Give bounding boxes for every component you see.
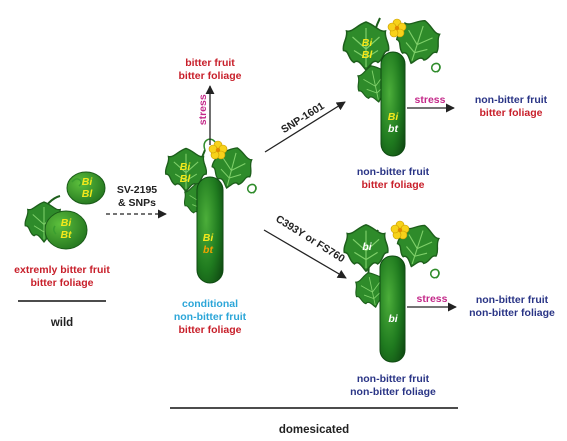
bottom-stress-result-line2: non-bitter foliage (459, 307, 565, 320)
wild-phenotype-line1: extremly bitter fruit (2, 264, 122, 277)
bottom-plant (344, 219, 444, 362)
top-stress-result-line2: bitter foliage (458, 107, 564, 120)
gene-label: Bi (176, 162, 194, 173)
gene-label: Bi (78, 177, 96, 188)
wild-group-label: wild (18, 317, 106, 330)
gene-label: bi (358, 242, 376, 253)
gene-label: Bl (176, 174, 194, 185)
gene-label: Bi (384, 112, 402, 123)
cucumber-fruit-icon (197, 177, 223, 283)
wild-phenotype-line2: bitter foliage (2, 277, 122, 290)
gene-label: Bl (78, 189, 96, 200)
gene-label: Bt (57, 230, 75, 241)
tendril-icon (431, 269, 439, 278)
top-phenotype-line1: non-bitter fruit (338, 166, 448, 179)
gene-label: bt (384, 124, 402, 135)
flower-icon (388, 19, 406, 37)
gene-label: bt (199, 245, 217, 256)
center-stress-label: stress (197, 95, 210, 125)
top-stress-result-line1: non-bitter fruit (458, 94, 564, 107)
gene-label: bi (384, 314, 402, 325)
top-phenotype-line2: bitter foliage (338, 179, 448, 192)
bottom-phenotype-line2: non-bitter foliage (335, 386, 451, 399)
bottom-phenotype-line1: non-bitter fruit (335, 373, 451, 386)
gene-label: Bi (199, 233, 217, 244)
sv-label-line2: & SNPs (104, 197, 170, 210)
gene-label: Bi (358, 38, 376, 49)
flower-icon (391, 221, 409, 239)
cucumber-fruit-icon (380, 256, 405, 362)
domesticated-group-label: domesicated (170, 424, 458, 437)
tendril-icon (432, 63, 440, 72)
center-phenotype-line3: bitter foliage (150, 324, 270, 337)
bottom-stress-label: stress (412, 293, 452, 306)
gene-label: Bl (358, 50, 376, 61)
cucumber-fruit-icon (381, 52, 405, 156)
center-phenotype-line1: conditional (150, 298, 270, 311)
center-phenotype-line2: non-bitter fruit (150, 311, 270, 324)
tendril-icon (248, 184, 256, 193)
sv-label-line1: SV-2195 (104, 184, 170, 197)
gene-label: Bi (57, 218, 75, 229)
center-stress-result-line1: bitter fruit (160, 57, 260, 70)
top-stress-label: stress (410, 94, 450, 107)
bottom-stress-result-line1: non-bitter fruit (459, 294, 565, 307)
center-stress-result-line2: bitter foliage (160, 70, 260, 83)
flower-icon (209, 141, 227, 159)
